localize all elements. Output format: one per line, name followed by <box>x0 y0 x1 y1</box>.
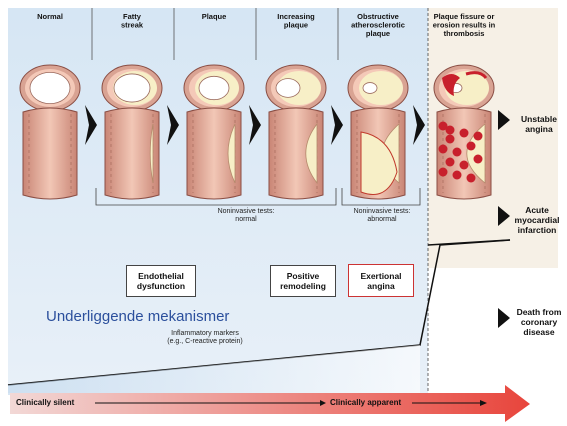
clinically-silent-label: Clinically silent <box>16 398 74 407</box>
stage-label: Plaque <box>202 12 227 21</box>
cross-section-lumen <box>30 72 70 103</box>
thrombus-blob <box>467 142 476 151</box>
endothelial-dysfunction-box: Endothelial dysfunction <box>126 265 196 297</box>
outcome-acute-mi: Acute myocardial infarction <box>508 205 566 235</box>
thrombus-blob <box>439 145 448 154</box>
thrombus-blob <box>453 148 462 157</box>
overlay-caption: Underliggende mekanismer <box>46 308 229 325</box>
cross-section-lumen <box>199 76 229 99</box>
outcome-death: Death from coronary disease <box>512 307 566 337</box>
thrombus-blob <box>446 158 455 167</box>
thrombus-blob <box>474 132 483 141</box>
thrombus-blob <box>460 129 469 138</box>
exertional-angina-box: Exertional angina <box>348 264 414 297</box>
noninvasive-normal: Noninvasive tests: normal <box>196 208 296 224</box>
longitudinal-vessel <box>23 108 77 199</box>
inflammatory-markers-label: Inflammatory markers (e.g., C-reactive p… <box>130 330 280 346</box>
outcome-unstable-angina: Unstable angina <box>512 114 566 134</box>
clinically-apparent-label: Clinically apparent <box>330 398 401 407</box>
positive-remodeling-box: Positive remodeling <box>270 265 336 297</box>
stage-label: Normal <box>37 12 63 21</box>
thrombus-blob <box>453 171 462 180</box>
noninvasive-abnormal: Noninvasive tests: abnormal <box>343 208 421 224</box>
thrombus-blob <box>446 135 455 144</box>
thrombus-blob <box>467 174 476 183</box>
cross-section-lumen <box>114 74 150 102</box>
thrombus-blob <box>439 168 448 177</box>
cross-section-lumen <box>276 79 300 98</box>
thrombus-blob <box>474 155 483 164</box>
thrombus-blob <box>446 126 455 135</box>
thrombus-blob <box>460 161 469 170</box>
cross-section-lumen <box>363 83 377 94</box>
